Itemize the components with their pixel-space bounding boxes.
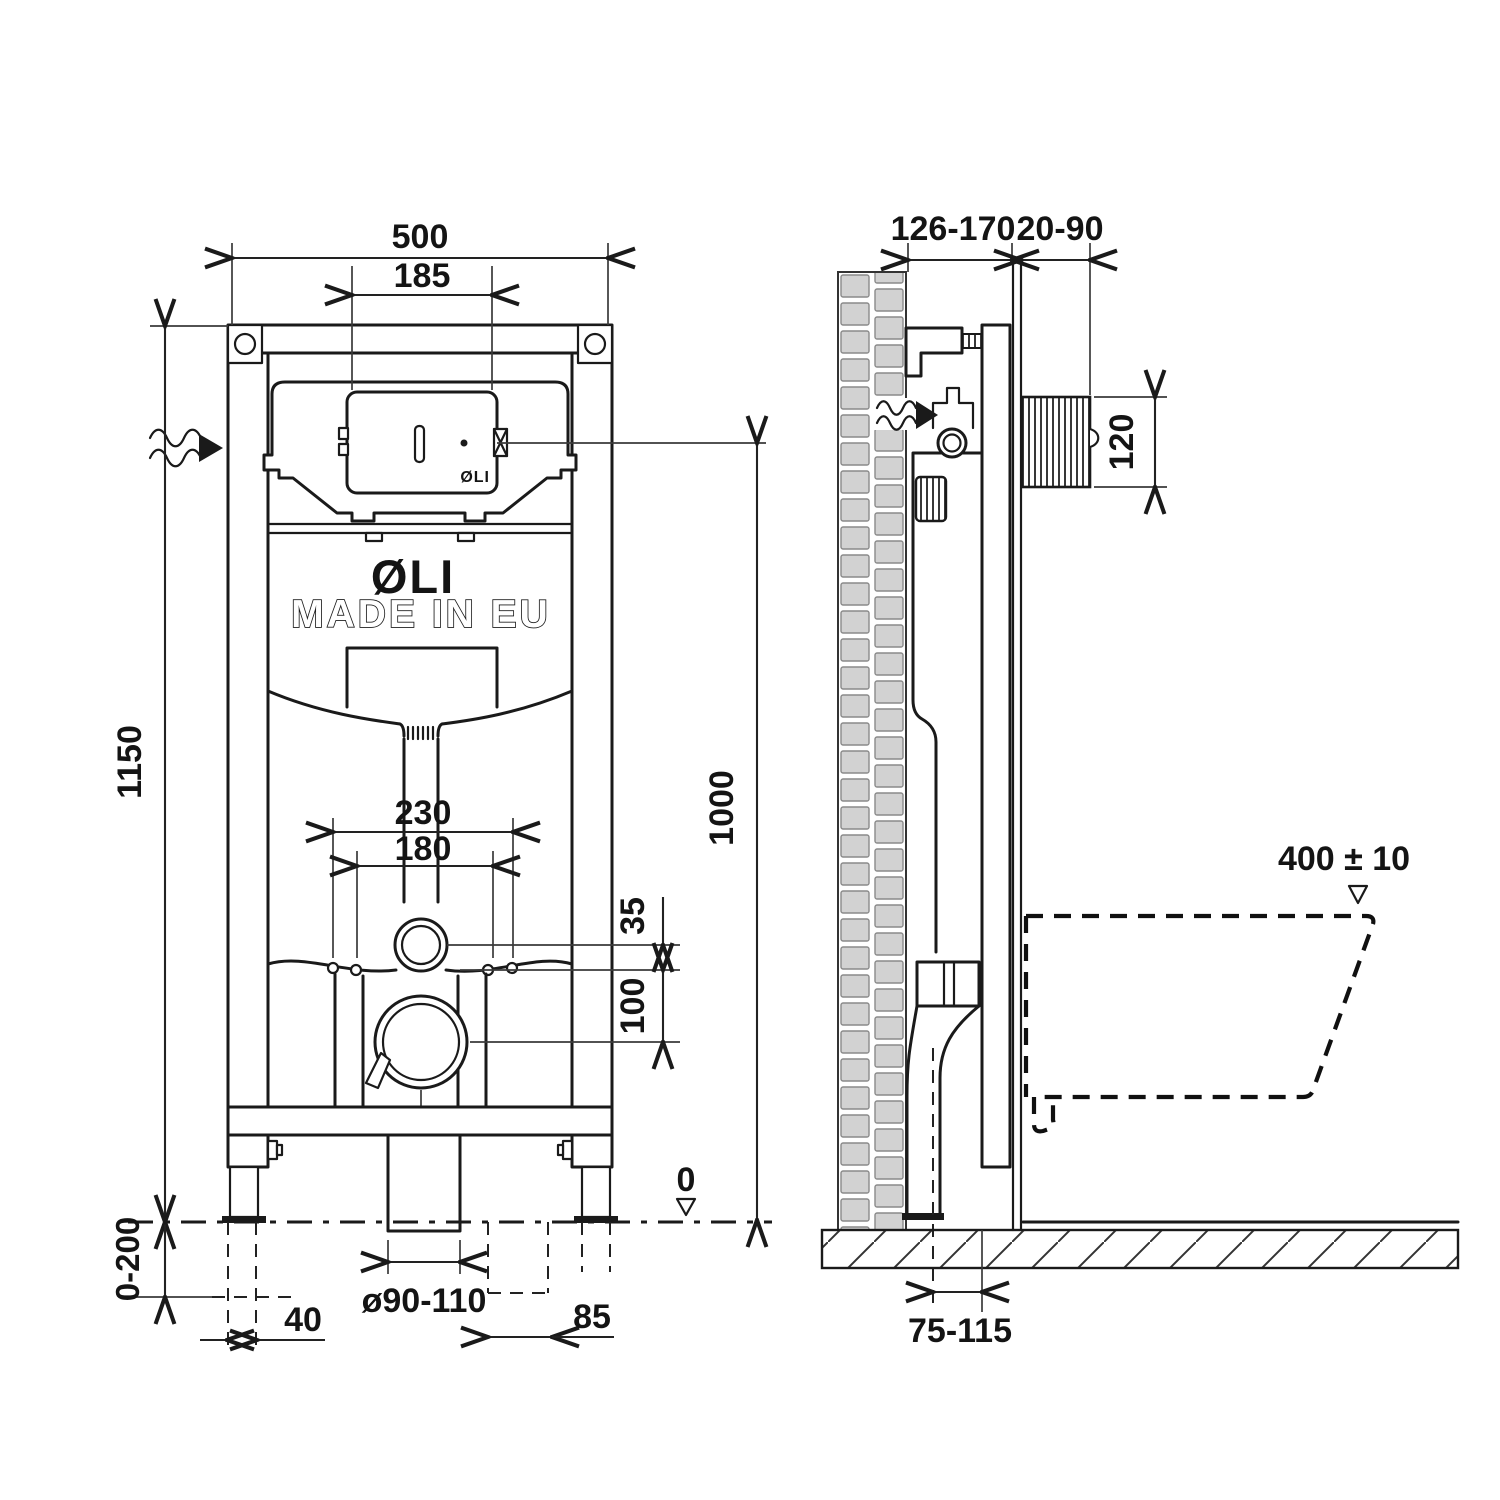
svg-text:1150: 1150 — [111, 725, 149, 799]
svg-text:230: 230 — [395, 794, 452, 832]
bowl-connection-housing — [915, 960, 981, 1008]
dim-plate-depth: 20-90 — [1017, 210, 1104, 395]
cistern-support-plate-lines — [266, 522, 574, 535]
side-view: 400 ± 10 126-170 20-90 120 100 0 — [497, 210, 1460, 1350]
access-box-logo: ØLI — [460, 469, 490, 486]
side-water-inlet-arrow-icon — [874, 398, 938, 431]
rail-hole-1 — [326, 961, 340, 975]
tank-funnel — [266, 689, 574, 738]
dim-plate-height: 120 — [1094, 397, 1167, 487]
dim-plate-cutout-width: 185 — [352, 257, 492, 390]
foot-adjust-screw-right — [556, 1139, 574, 1161]
dim-frame-depth: 126-170 — [891, 210, 1016, 272]
svg-text:180: 180 — [395, 830, 452, 868]
wc-outlet-collar-inner — [381, 1002, 461, 1082]
drain-base — [902, 1213, 944, 1220]
wall-finish-layer — [1011, 255, 1023, 1232]
side-inlet-connector-inner — [942, 433, 962, 453]
fill-valve-bracket — [931, 386, 975, 430]
flush-valve-seal — [914, 475, 948, 523]
bracket-bolt — [961, 333, 983, 349]
wall-fixing-hole-right — [583, 332, 607, 356]
svg-text:20-90: 20-90 — [1017, 210, 1104, 248]
wall-fixing-hole-left — [233, 332, 257, 356]
dim-fixing-outer: 230 — [333, 794, 513, 958]
flush-plate-button-bump — [1088, 427, 1100, 449]
svg-text:40: 40 — [284, 1301, 322, 1339]
svg-text:ø90-110: ø90-110 — [362, 1282, 487, 1320]
bowl-level-marker-icon — [1347, 884, 1369, 905]
svg-text:120: 120 — [1103, 414, 1141, 471]
drain-elbow — [905, 1004, 981, 1215]
floor-slab — [820, 1228, 1460, 1270]
svg-text:85: 85 — [573, 1298, 611, 1336]
rail-hole-2 — [349, 963, 363, 977]
frame-right-rail — [570, 351, 614, 1169]
corner-plate-left — [226, 323, 264, 365]
dim-plate-center-height: 100 0 — [497, 443, 766, 1220]
tank-service-opening — [345, 646, 499, 709]
access-box-pin — [460, 439, 468, 447]
svg-text:185: 185 — [394, 257, 451, 295]
side-frame-rail — [980, 323, 1012, 1169]
plate-notch-right — [456, 531, 476, 543]
water-inlet-arrow-icon — [148, 428, 223, 468]
wall-bracket — [904, 326, 964, 378]
made-in-eu-label: MADE IN EU — [291, 593, 551, 636]
dim-fixing-inner: 180 — [357, 830, 493, 958]
outlet-duct — [386, 1133, 462, 1233]
rail-hole-4 — [505, 961, 519, 975]
frame-top-bar — [226, 323, 614, 355]
floor-level-label: 0 — [677, 1161, 696, 1199]
dim-left-foot-offset: 40 — [200, 1301, 325, 1340]
foot-right — [580, 1165, 612, 1219]
access-box-slot — [413, 424, 426, 464]
dim-inlet-offset: 35 100 — [447, 897, 680, 1042]
bowl-connection-detail — [942, 960, 956, 1008]
foot-left — [228, 1165, 260, 1219]
front-view: ØLI ØLI MADE IN EU — [109, 218, 772, 1345]
dim-foot-adjust: 0-200 — [109, 1217, 165, 1301]
access-box-clip-left-lower — [337, 442, 350, 457]
dim-outlet-to-wall: 75-115 — [908, 1230, 1012, 1350]
foot-adjust-screw-left — [266, 1139, 284, 1161]
water-inlet-connector-inner — [400, 924, 442, 966]
toilet-bowl-outline — [1023, 913, 1376, 1134]
svg-text:0-200: 0-200 — [109, 1217, 146, 1301]
dim-frame-width: 500 — [232, 218, 608, 325]
funnel-ribs — [406, 725, 435, 741]
svg-text:35: 35 — [614, 897, 652, 935]
outlet-clamp-lever — [364, 1051, 392, 1090]
flush-plate-side — [1020, 395, 1092, 489]
masonry-wall — [837, 271, 907, 1231]
svg-text:1000: 1000 — [703, 770, 741, 846]
access-box-clip-left-upper — [337, 426, 350, 441]
dim-outlet-diameter: ø90-110 — [362, 1240, 487, 1320]
frame-left-rail — [226, 351, 270, 1169]
foot-plate-right — [574, 1216, 618, 1223]
vertical-struts — [333, 972, 488, 1109]
bowl-height-label: 400 ± 10 — [1278, 840, 1410, 878]
side-tank-profile — [911, 451, 984, 954]
dim-frame-height: 1150 — [111, 326, 228, 1222]
svg-text:75-115: 75-115 — [908, 1312, 1012, 1350]
foot-plate-left — [222, 1216, 266, 1223]
frame-cross-rail — [226, 1105, 614, 1137]
dim-inlet-to-outlet-label: 100 — [614, 978, 652, 1035]
svg-text:500: 500 — [392, 218, 449, 256]
level-marker-icon — [675, 1197, 697, 1217]
svg-text:126-170: 126-170 — [891, 210, 1016, 248]
buried-projection-lines — [212, 1222, 611, 1345]
oli-logo: ØLI — [371, 550, 455, 603]
dim-right-foot-offset: 85 — [488, 1298, 614, 1337]
plate-notch-left — [364, 531, 384, 543]
